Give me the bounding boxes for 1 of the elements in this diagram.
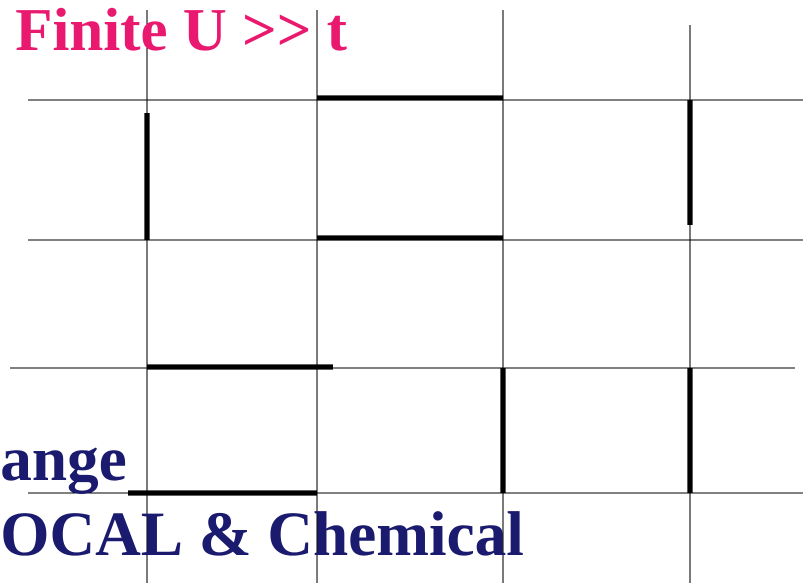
slide-text: ange: [2, 448, 126, 494]
